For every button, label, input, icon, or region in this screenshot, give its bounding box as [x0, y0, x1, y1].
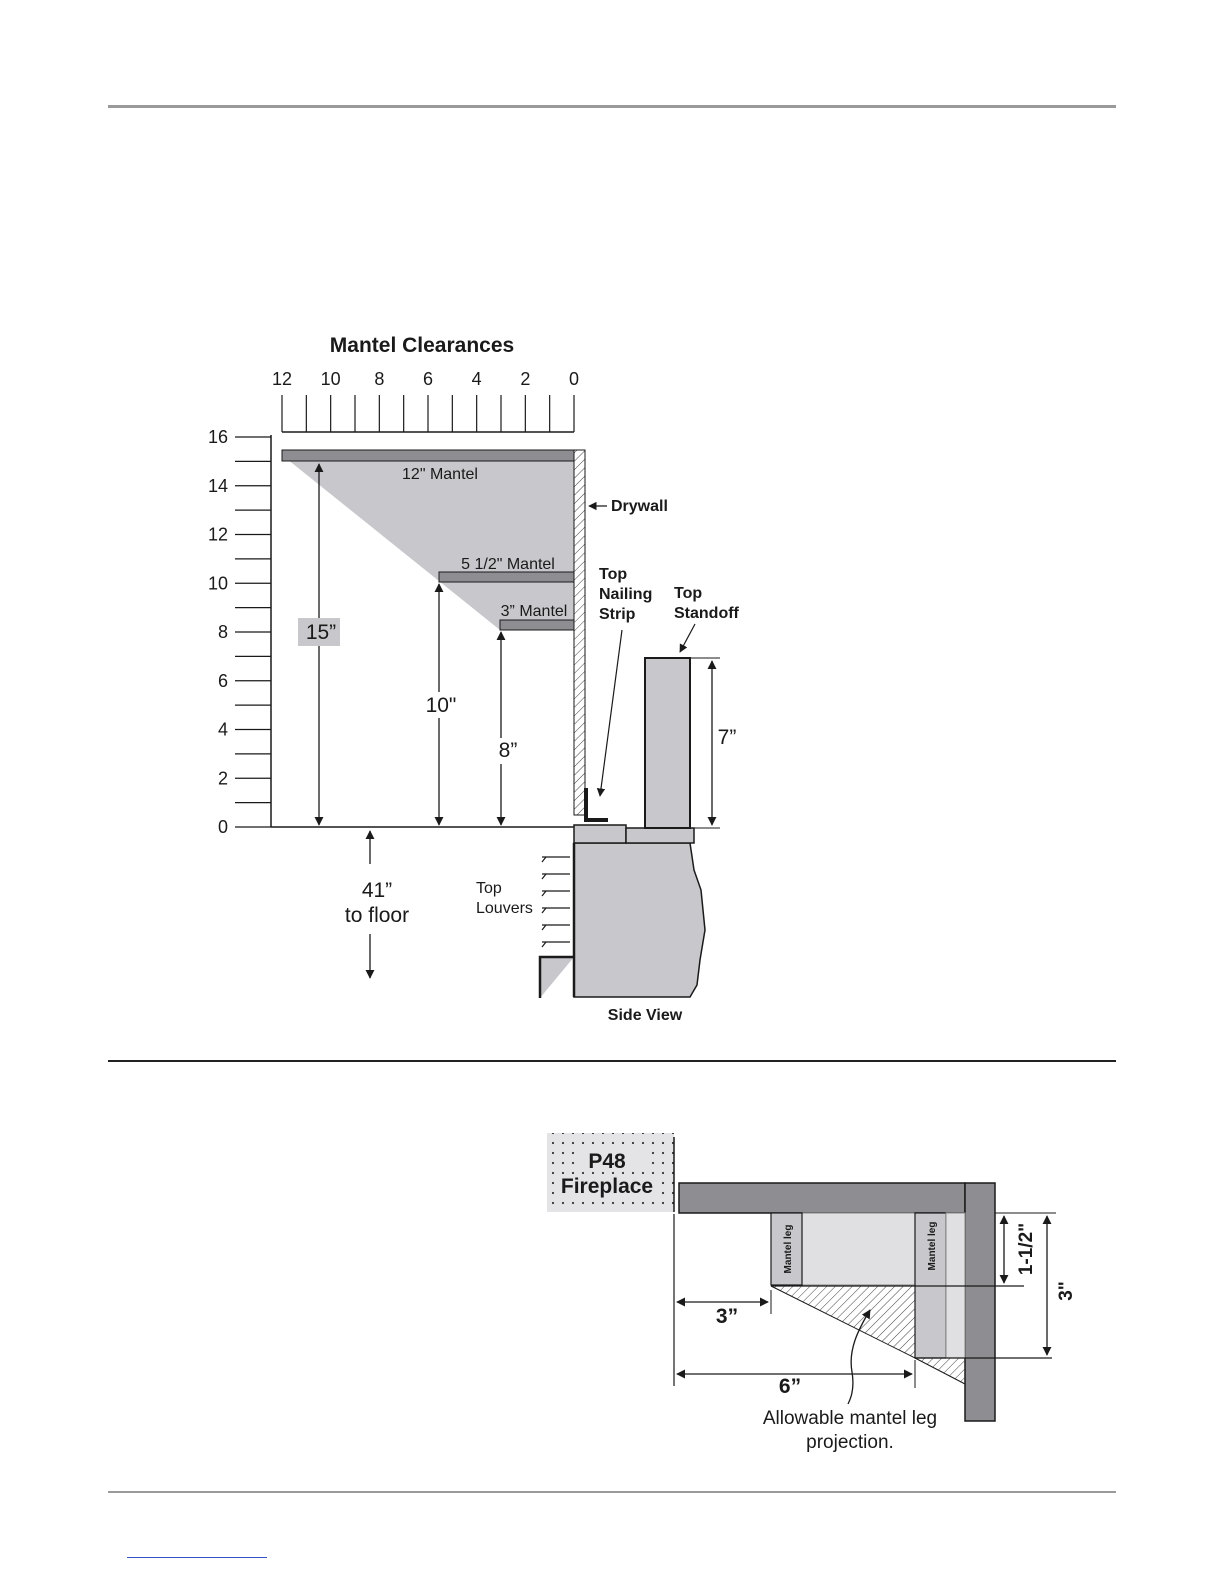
- caption-line-1: Allowable mantel leg: [763, 1408, 937, 1429]
- floor-dim-label: 41”: [362, 879, 392, 902]
- mantel-12-inch: [282, 450, 574, 461]
- x-tick-label: 4: [472, 369, 482, 389]
- top-standoff: [645, 658, 690, 828]
- allowable-projection-zone-ext: [915, 1358, 965, 1384]
- x-tick-label: 6: [423, 369, 433, 389]
- dim-10-label: 10": [426, 694, 457, 717]
- mantel-face-panel: [802, 1213, 915, 1285]
- y-tick-label: 10: [208, 573, 228, 593]
- standoff-label-1: Top: [674, 585, 702, 602]
- nailing-strip-label-2: Nailing: [599, 586, 652, 603]
- side-wall: [965, 1183, 995, 1421]
- x-tick-label: 12: [272, 369, 292, 389]
- side-view-caption: Side View: [608, 1007, 683, 1024]
- dim-8-label: 8”: [499, 739, 518, 762]
- x-tick-label: 2: [520, 369, 530, 389]
- mantel-shelf: [679, 1183, 965, 1213]
- floor-dim-sublabel: to floor: [345, 904, 409, 927]
- mantel-leg-diagram: P48 Fireplace Mantel leg Mantel leg 3” 6…: [547, 1133, 1077, 1453]
- dim-3-h-label: 3”: [716, 1305, 738, 1328]
- top-louvers: [542, 857, 570, 947]
- y-tick-label: 0: [218, 817, 228, 837]
- y-tick-label: 8: [218, 622, 228, 642]
- fireplace-base-step: [540, 957, 574, 998]
- standoff-pointer: [680, 624, 695, 652]
- nailing-strip: [586, 788, 608, 820]
- nailing-strip-label-3: Strip: [599, 606, 636, 623]
- y-tick-label: 12: [208, 525, 228, 545]
- x-tick-label: 0: [569, 369, 579, 389]
- nailing-strip-pointer: [600, 630, 622, 796]
- louvers-label-2: Louvers: [476, 900, 533, 917]
- fireplace-label-1: P48: [588, 1150, 626, 1173]
- dim-6-h-label: 6”: [779, 1375, 801, 1398]
- mantel-12-label: 12" Mantel: [402, 466, 478, 483]
- mantel-3-inch: [500, 620, 574, 630]
- top-plate: [574, 825, 626, 843]
- allowable-projection-zone: [771, 1286, 915, 1358]
- y-tick-label: 14: [208, 476, 228, 496]
- fireplace-label-2: Fireplace: [561, 1175, 653, 1198]
- dim-3-v-label: 3": [1056, 1281, 1077, 1301]
- top-plate-ext: [626, 828, 694, 843]
- nailing-strip-label-1: Top: [599, 566, 627, 583]
- y-tick-label: 4: [218, 720, 228, 740]
- mantel-5-5-label: 5 1/2" Mantel: [461, 556, 555, 573]
- vertical-scale: 16 14 12 10 8 6 4 2 0: [208, 427, 271, 837]
- diagram-title: Mantel Clearances: [330, 334, 514, 357]
- dim-7-label: 7”: [718, 726, 737, 749]
- y-tick-label: 16: [208, 427, 228, 447]
- dim-15-label: 15”: [306, 621, 336, 644]
- louvers-label-1: Top: [476, 880, 502, 897]
- standoff-label-2: Standoff: [674, 605, 740, 622]
- x-tick-label: 10: [321, 369, 341, 389]
- horizontal-scale: 12 10 8 6 4 2 0: [272, 369, 579, 432]
- mantel-3-label: 3” Mantel: [501, 603, 568, 620]
- mantel-clearances-diagram: Mantel Clearances 12 10 8 6 4 2 0 16 14 12 10 8 6 4 2…: [208, 334, 740, 1024]
- caption-line-2: projection.: [806, 1432, 894, 1453]
- dim-1-5-v-label: 1-1/2": [1016, 1223, 1037, 1275]
- mantel-leg-left-label: Mantel leg: [783, 1225, 794, 1274]
- x-tick-label: 8: [374, 369, 384, 389]
- drywall-label: Drywall: [611, 498, 668, 515]
- drywall: [574, 450, 585, 815]
- fireplace-body: [574, 843, 705, 997]
- y-tick-label: 2: [218, 768, 228, 788]
- y-tick-label: 6: [218, 671, 228, 691]
- mantel-5-5-inch: [439, 572, 574, 582]
- mantel-leg-right-label: Mantel leg: [927, 1222, 938, 1271]
